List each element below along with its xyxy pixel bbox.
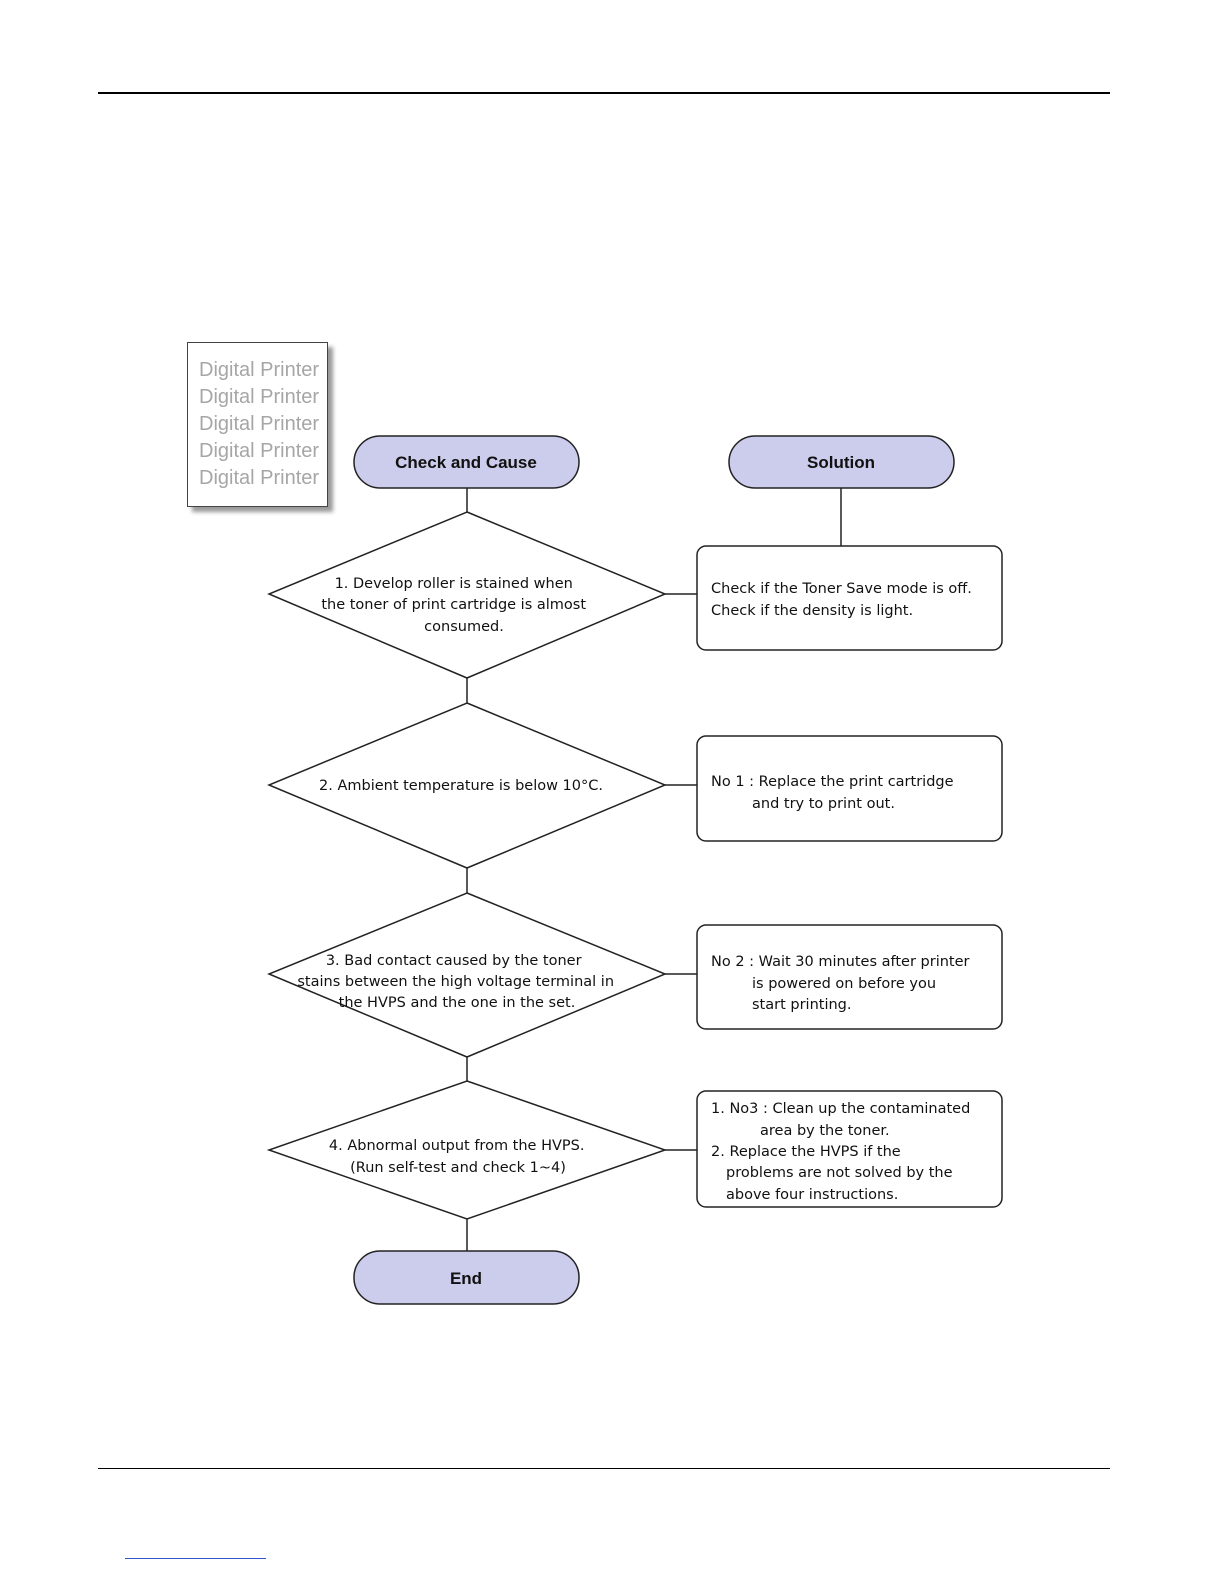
- text-line: the toner of print cartridge is almost: [321, 597, 586, 613]
- text-line: the HVPS and the one in the set.: [339, 995, 576, 1011]
- connectors: [466, 488, 842, 1251]
- solution-text: No 1 : Replace the print cartridge and t…: [711, 774, 958, 812]
- text-line: and try to print out.: [752, 796, 895, 812]
- terminal-shape: [353, 435, 580, 489]
- terminal-shape: [353, 1250, 580, 1305]
- solution-3-box: No 2 : Wait 30 minutes after printer is …: [696, 924, 1003, 1030]
- terminal-label: Check and Cause: [395, 453, 537, 472]
- check-3-decision: 3. Bad contact caused by the toner stain…: [267, 892, 667, 1058]
- decision-shape: [266, 1080, 668, 1220]
- sample-line: Digital Printer: [199, 440, 320, 462]
- solution-shape: [696, 1090, 1003, 1208]
- terminal-label: Solution: [807, 453, 875, 472]
- solution-1-box: Check if the Toner Save mode is off. Che…: [696, 545, 1003, 651]
- check-2-decision: 2. Ambient temperature is below 10°C.: [267, 702, 667, 869]
- check-4-decision: 4. Abnormal output from the HVPS. (Run s…: [266, 1080, 668, 1220]
- digital-printer-sample-box: Digital Printer Digital Printer Digital …: [187, 342, 328, 507]
- text-line: 4. Abnormal output from the HVPS.: [329, 1138, 585, 1154]
- terminal-shape: [728, 435, 955, 489]
- check-1-decision: 1. Develop roller is stained when the to…: [267, 511, 667, 679]
- text-line: stains between the high voltage terminal…: [297, 974, 614, 990]
- text-line: Check if the Toner Save mode is off.: [711, 581, 972, 597]
- decision-shape: [267, 511, 667, 679]
- sample-line: Digital Printer: [199, 386, 320, 408]
- decision-text: 4. Abnormal output from the HVPS. (Run s…: [329, 1138, 589, 1176]
- solution-shape: [696, 545, 1003, 651]
- text-line: area by the toner.: [760, 1123, 890, 1139]
- text-line: consumed.: [424, 619, 504, 635]
- solution-4-box: 1. No3 : Clean up the contaminated area …: [696, 1090, 1003, 1208]
- decision-text: 1. Develop roller is stained when the to…: [321, 576, 590, 635]
- decision-shape: [267, 702, 667, 869]
- solution-shape: [696, 735, 1003, 842]
- header-rule: [98, 92, 1110, 94]
- text-line: 3. Bad contact caused by the toner: [326, 953, 582, 969]
- text-line: problems are not solved by the: [726, 1165, 953, 1181]
- terminal-check-and-cause: Check and Cause: [353, 435, 580, 489]
- text-line: 1. Develop roller is stained when: [335, 576, 573, 592]
- solution-shape: [696, 924, 1003, 1030]
- terminal-label: End: [450, 1269, 482, 1288]
- decision-text: 3. Bad contact caused by the toner stain…: [297, 953, 618, 1011]
- sample-line: Digital Printer: [199, 413, 320, 435]
- sample-line: Digital Printer: [199, 359, 320, 381]
- decision-shape: [267, 892, 667, 1058]
- text-line: above four instructions.: [726, 1187, 898, 1203]
- solution-text: 1. No3 : Clean up the contaminated area …: [711, 1101, 975, 1203]
- terminal-solution: Solution: [728, 435, 955, 489]
- text-line: start printing.: [752, 997, 851, 1013]
- text-line: 1. No3 : Clean up the contaminated: [711, 1101, 970, 1117]
- text-line: is powered on before you: [752, 976, 936, 992]
- footer-rule: [98, 1468, 1110, 1469]
- terminal-end: End: [353, 1250, 580, 1305]
- sample-line: Digital Printer: [199, 467, 320, 489]
- solution-text: No 2 : Wait 30 minutes after printer is …: [711, 954, 974, 1013]
- text-line: 2. Replace the HVPS if the: [711, 1144, 901, 1160]
- text-line: 2. Ambient temperature is below 10°C.: [319, 778, 603, 794]
- text-line: No 2 : Wait 30 minutes after printer: [711, 954, 970, 970]
- solution-2-box: No 1 : Replace the print cartridge and t…: [696, 735, 1003, 842]
- text-line: Check if the density is light.: [711, 603, 913, 619]
- text-line: No 1 : Replace the print cartridge: [711, 774, 954, 790]
- decision-text: 2. Ambient temperature is below 10°C.: [319, 778, 603, 794]
- footer-link-underline: [125, 1558, 266, 1559]
- text-line: (Run self-test and check 1~4): [350, 1160, 566, 1176]
- solution-text: Check if the Toner Save mode is off. Che…: [711, 581, 977, 619]
